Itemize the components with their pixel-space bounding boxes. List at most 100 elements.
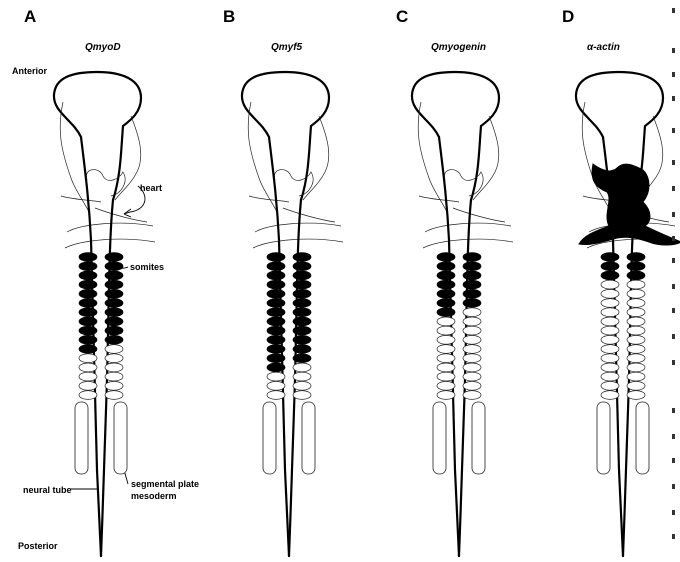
somite-left bbox=[79, 299, 97, 308]
cropped-text-fragment bbox=[672, 128, 675, 133]
somite-left bbox=[601, 335, 619, 344]
somite-left bbox=[437, 289, 455, 298]
somite-right bbox=[463, 354, 481, 363]
somite-right bbox=[293, 262, 311, 271]
somite-right bbox=[105, 391, 123, 400]
somite-left bbox=[79, 345, 97, 354]
somite-right bbox=[293, 253, 311, 262]
somite-left bbox=[79, 289, 97, 298]
somite-left bbox=[267, 262, 285, 271]
cropped-text-fragment bbox=[672, 284, 675, 289]
somite-left bbox=[79, 363, 97, 372]
head-fold-right bbox=[303, 116, 329, 200]
somite-left bbox=[267, 335, 285, 344]
somite-left bbox=[437, 354, 455, 363]
somite-left bbox=[267, 299, 285, 308]
head-outline bbox=[54, 72, 141, 200]
somite-left bbox=[601, 317, 619, 326]
somite-left bbox=[267, 354, 285, 363]
somite-right bbox=[627, 354, 645, 363]
vessel-line bbox=[283, 208, 335, 222]
somite-left bbox=[267, 280, 285, 289]
somite-left bbox=[267, 326, 285, 335]
cropped-text-fragment bbox=[672, 212, 675, 217]
somite-right bbox=[463, 335, 481, 344]
cropped-text-fragment bbox=[672, 408, 675, 413]
somite-right bbox=[627, 262, 645, 271]
somite-left bbox=[267, 391, 285, 400]
somite-right bbox=[627, 271, 645, 280]
anterior-intestinal-portal bbox=[61, 196, 101, 202]
somite-right bbox=[105, 345, 123, 354]
somite-right bbox=[293, 345, 311, 354]
somite-right bbox=[463, 381, 481, 390]
somite-right bbox=[105, 354, 123, 363]
somite-right bbox=[463, 363, 481, 372]
panel-letter-b: B bbox=[223, 7, 235, 26]
panel-letter-d: D bbox=[562, 7, 574, 26]
somite-right bbox=[293, 381, 311, 390]
cropped-text-fragment bbox=[672, 510, 675, 515]
somite-right bbox=[627, 280, 645, 289]
somite-right bbox=[105, 381, 123, 390]
gene-title-d: α-actin bbox=[587, 42, 620, 53]
cropped-text-fragment bbox=[672, 48, 675, 53]
somite-right bbox=[105, 271, 123, 280]
somite-left bbox=[437, 326, 455, 335]
heart-leader bbox=[124, 186, 145, 214]
embryo-c bbox=[412, 72, 513, 556]
somite-right bbox=[463, 345, 481, 354]
somite-right bbox=[105, 317, 123, 326]
embryo-d bbox=[576, 72, 680, 556]
somite-left bbox=[79, 391, 97, 400]
head-outline bbox=[412, 72, 499, 200]
somite-left bbox=[601, 372, 619, 381]
somite-right bbox=[105, 289, 123, 298]
cropped-text-fragment bbox=[672, 160, 675, 165]
somite-right bbox=[463, 372, 481, 381]
somite-left bbox=[267, 289, 285, 298]
cropped-text-edge bbox=[666, 0, 680, 562]
vessel-line bbox=[453, 208, 505, 222]
somite-left bbox=[79, 335, 97, 344]
somite-right bbox=[463, 271, 481, 280]
somite-right bbox=[293, 299, 311, 308]
cropped-text-fragment bbox=[672, 484, 675, 489]
somite-right bbox=[627, 289, 645, 298]
somite-left bbox=[601, 381, 619, 390]
somite-left bbox=[601, 253, 619, 262]
somite-right bbox=[105, 335, 123, 344]
head-fold-left bbox=[248, 102, 277, 212]
somite-right bbox=[627, 363, 645, 372]
somite-left bbox=[601, 354, 619, 363]
somite-right bbox=[627, 308, 645, 317]
somite-left bbox=[601, 271, 619, 280]
somite-right bbox=[293, 372, 311, 381]
segmental-plate-label: segmental plate bbox=[131, 479, 199, 489]
somite-left bbox=[601, 326, 619, 335]
somite-right bbox=[463, 326, 481, 335]
somite-left bbox=[437, 280, 455, 289]
somite-right bbox=[293, 271, 311, 280]
somite-right bbox=[627, 335, 645, 344]
panel-letter-a: A bbox=[24, 7, 36, 26]
somite-right bbox=[105, 262, 123, 271]
somite-right bbox=[293, 354, 311, 363]
cropped-text-fragment bbox=[672, 186, 675, 191]
somite-left bbox=[267, 372, 285, 381]
head-outline bbox=[242, 72, 329, 200]
somite-left bbox=[437, 253, 455, 262]
somite-right bbox=[105, 253, 123, 262]
segmental-plate-left bbox=[433, 402, 446, 474]
somite-left bbox=[79, 381, 97, 390]
somite-right bbox=[627, 381, 645, 390]
somite-right bbox=[293, 391, 311, 400]
somite-left bbox=[267, 271, 285, 280]
somite-right bbox=[627, 345, 645, 354]
anterior-label: Anterior bbox=[12, 66, 48, 76]
somite-right bbox=[627, 253, 645, 262]
somite-right bbox=[627, 372, 645, 381]
somite-left bbox=[437, 299, 455, 308]
somite-left bbox=[601, 289, 619, 298]
